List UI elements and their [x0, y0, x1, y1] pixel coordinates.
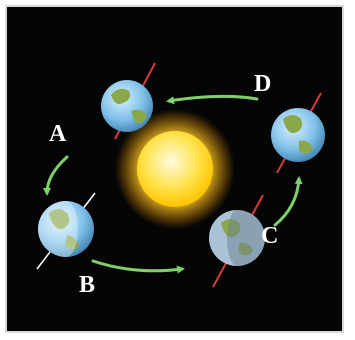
position-label-c: C: [261, 223, 278, 249]
position-label-a: A: [49, 121, 67, 147]
orbit-arrow-icon: [47, 157, 67, 193]
orbit-arrow-icon: [93, 261, 182, 271]
orbit-arrow-icon: [169, 96, 257, 101]
earth-icon: [37, 193, 95, 269]
diagram-frame: A B C D: [5, 5, 344, 333]
position-label-b: B: [79, 272, 95, 298]
earth-icon: [271, 93, 325, 173]
orbit-arrow-icon: [275, 179, 299, 225]
orbit-diagram: A B C D: [7, 7, 342, 331]
position-label-d: D: [254, 71, 271, 97]
